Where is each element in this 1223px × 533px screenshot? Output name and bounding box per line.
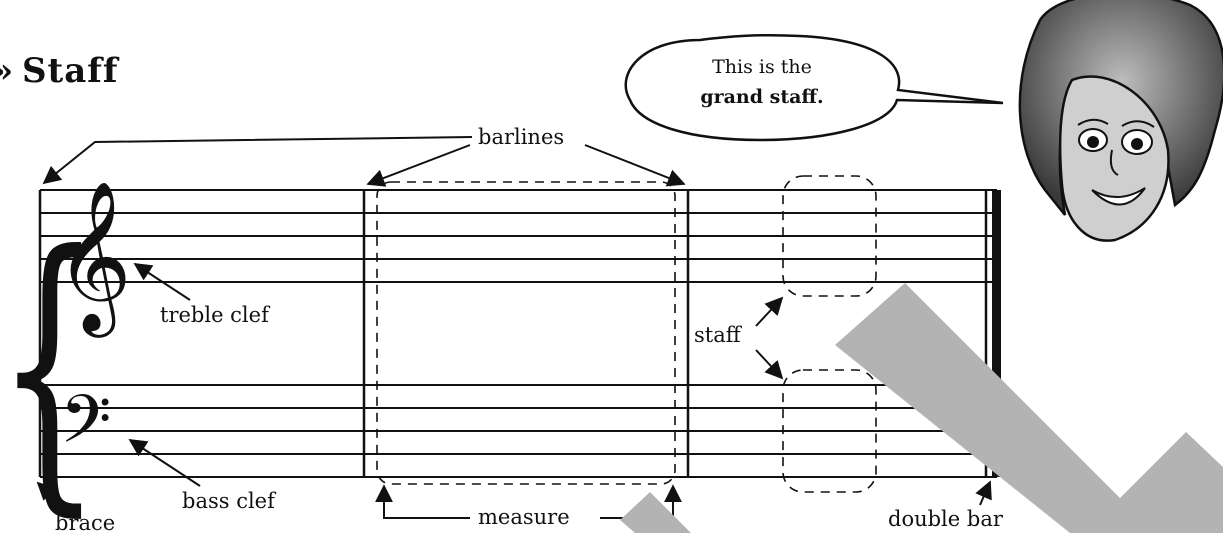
measure-outline (376, 181, 676, 485)
barlines-annotation: barlines (42, 125, 686, 187)
cartoon-woman-icon (1018, 0, 1223, 242)
treble-clef-symbol: 𝄞 (55, 179, 132, 338)
watermark-check-icon (835, 283, 1223, 533)
barlines-label: barlines (478, 125, 564, 149)
bubble-line-2: grand staff. (700, 86, 823, 108)
bass-clef-label: bass clef (182, 489, 277, 513)
treble-staff (40, 189, 997, 283)
title-text: Staff (22, 51, 120, 91)
measure-label: measure (478, 505, 570, 529)
brace-label: brace (55, 511, 115, 533)
staff-annotation: staff (694, 296, 784, 380)
speech-bubble: This is the grand staff. (624, 33, 1004, 142)
double-bar-thick (992, 190, 1001, 477)
title-prefix: » (0, 51, 14, 91)
bass-staff (40, 384, 997, 478)
watermark-fragment (620, 492, 691, 533)
bubble-line-1: This is the (712, 56, 812, 78)
double-bar-label: double bar (888, 507, 1004, 531)
page-title: » Staff (0, 51, 120, 91)
staff-label: staff (694, 323, 743, 347)
treble-clef-label: treble clef (160, 303, 271, 327)
bass-clef-symbol: 𝄢 (60, 381, 111, 474)
lower-staff-outline (782, 369, 877, 493)
